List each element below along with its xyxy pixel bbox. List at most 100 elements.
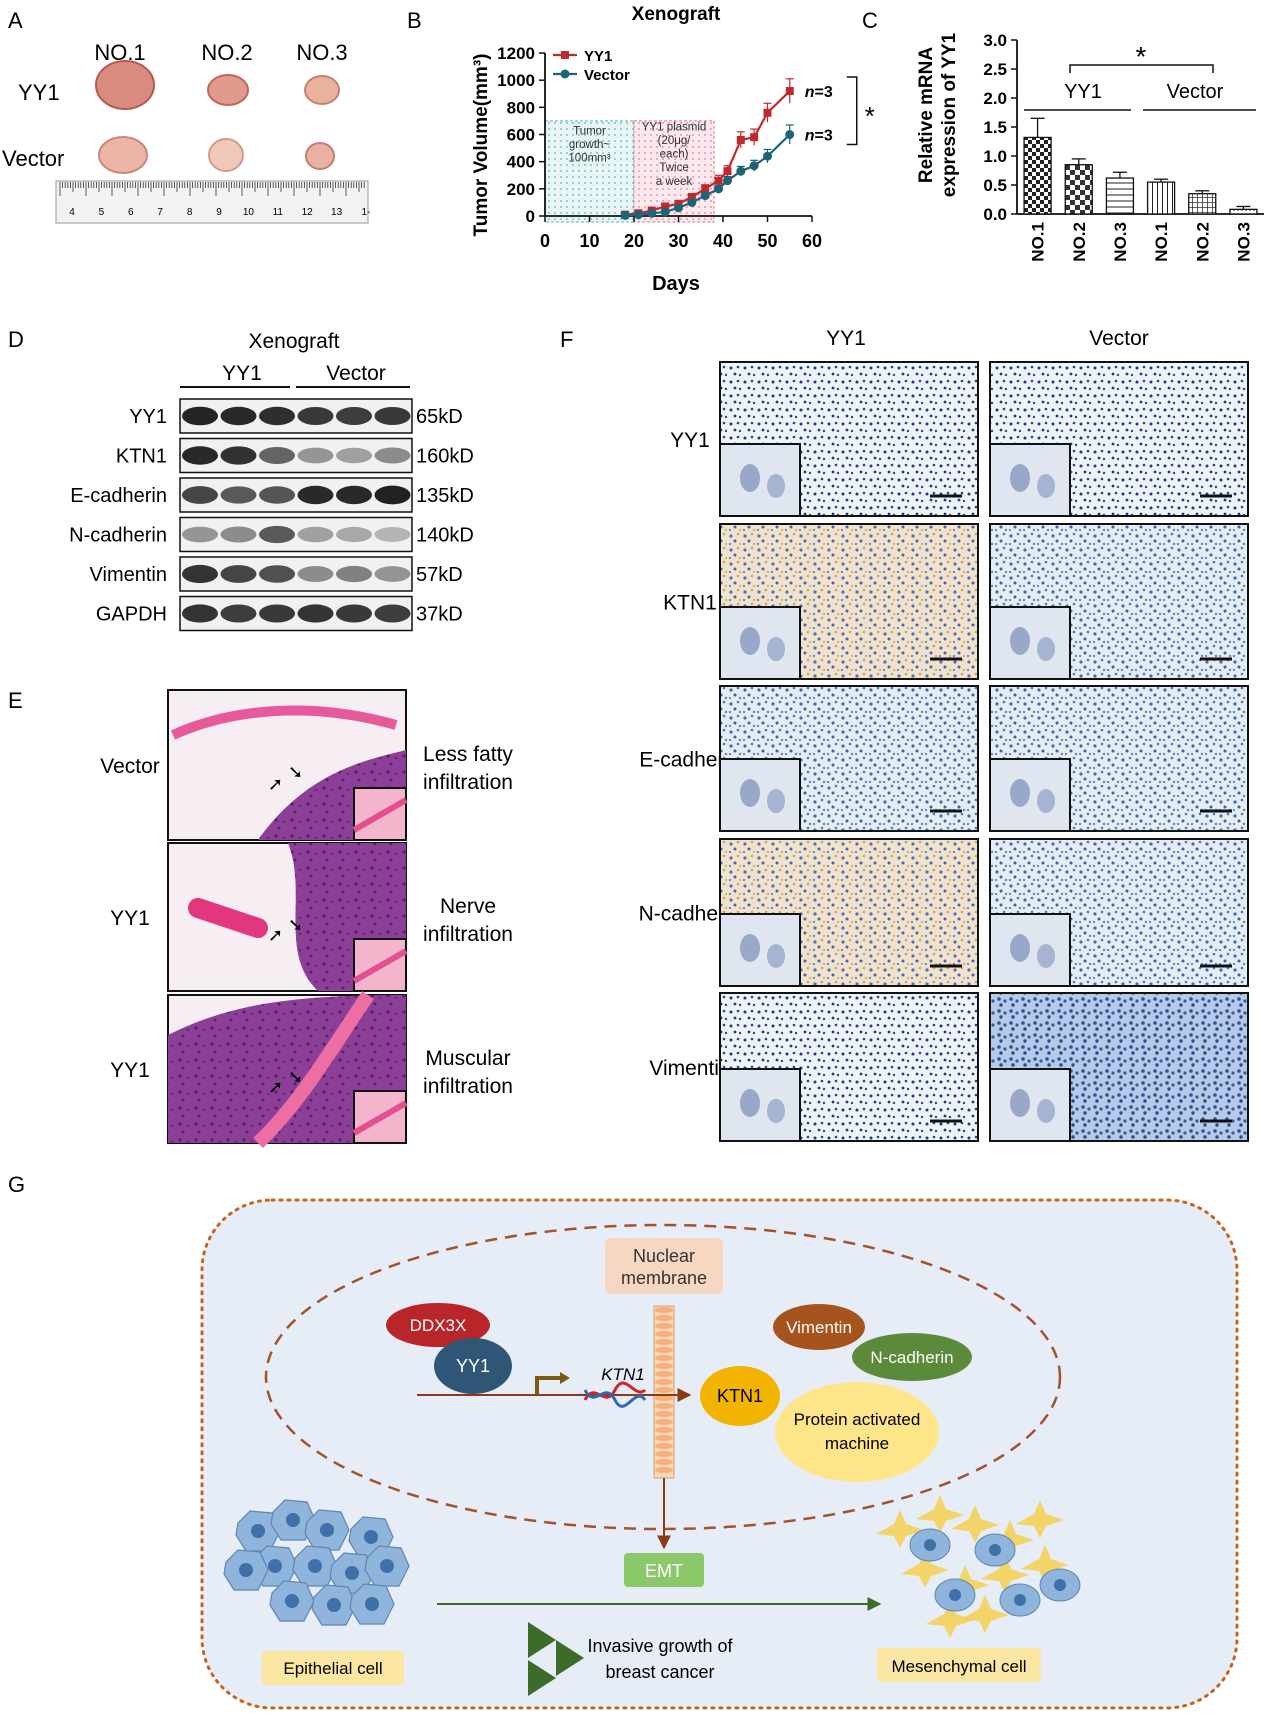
data-point-vector bbox=[674, 203, 683, 213]
n-value: =3 bbox=[815, 128, 833, 145]
mesenchymal-nucleus bbox=[949, 1589, 961, 1601]
chart-c-group-yy1: YY1 bbox=[1064, 81, 1102, 103]
blot-band bbox=[336, 604, 372, 623]
blot-band bbox=[259, 406, 295, 426]
data-point-vector bbox=[714, 184, 724, 194]
ihc-inset bbox=[989, 913, 1071, 987]
chart-b-ytick-label: 400 bbox=[507, 153, 535, 172]
chart-c-ytick-label: 2.0 bbox=[983, 89, 1007, 108]
epithelial-nucleus bbox=[308, 1559, 322, 1573]
chart-b-ytick-label: 200 bbox=[507, 180, 535, 199]
ihc-inset-nucleus bbox=[740, 779, 760, 807]
blot-protein-label: N-cadherin bbox=[69, 525, 167, 547]
blot-band bbox=[182, 406, 218, 426]
he-desc-line1: Nerve bbox=[440, 895, 496, 918]
he-arrow-icon: ➘ bbox=[288, 762, 303, 782]
blot-strip bbox=[179, 398, 413, 434]
channel-bead bbox=[655, 1443, 673, 1449]
chart-c-ytick-label: 2.5 bbox=[983, 60, 1007, 79]
channel-bead bbox=[655, 1467, 673, 1473]
nuclear-membrane-label-1: Nuclear bbox=[633, 1246, 695, 1266]
ihc-inset-nucleus bbox=[1010, 627, 1030, 655]
blot-band bbox=[374, 485, 411, 505]
chart-b-sig-bracket bbox=[846, 76, 858, 146]
yy1-oval bbox=[434, 1338, 512, 1394]
ruler-tick-label: 8 bbox=[187, 207, 193, 218]
data-point-vector bbox=[633, 210, 643, 220]
ddx3x-oval bbox=[386, 1303, 490, 1347]
blot-size-label: 37kD bbox=[416, 604, 463, 626]
epithelial-nucleus bbox=[364, 1530, 378, 1544]
col-label-no2: NO.2 bbox=[201, 40, 252, 65]
blot-band bbox=[336, 447, 372, 464]
region-label-2-line: Twice bbox=[659, 162, 688, 174]
ihc-inset bbox=[989, 758, 1071, 832]
invasive-label-2: breast cancer bbox=[605, 1662, 714, 1682]
he-inset-fiber bbox=[352, 797, 408, 833]
ihc-inset-nucleus bbox=[1010, 779, 1030, 807]
region-label-2-line: (20μg/ bbox=[658, 135, 692, 147]
chart-b-ytick-label: 600 bbox=[507, 126, 535, 145]
mesenchymal-spindle bbox=[951, 1505, 999, 1543]
shaded-region-1 bbox=[544, 120, 635, 223]
n-value: =3 bbox=[815, 84, 833, 101]
blot-size-label: 160kD bbox=[416, 446, 474, 468]
chart-c-sig-bracket bbox=[1069, 64, 1214, 73]
chart-b-title: Xenograft bbox=[632, 4, 721, 25]
mesenchymal-nucleus bbox=[1014, 1594, 1026, 1606]
ruler-tick-label: 13 bbox=[331, 207, 343, 218]
chart-b-ytick-label: 800 bbox=[507, 98, 535, 117]
panel-label-b: B bbox=[407, 8, 422, 33]
chart-c-category-label: NO.1 bbox=[1152, 222, 1171, 262]
ruler-tick-label: 7 bbox=[157, 207, 163, 218]
mesenchymal-spindle bbox=[1016, 1500, 1064, 1538]
blot-band bbox=[182, 526, 218, 543]
ruler-tick-label: 10 bbox=[243, 207, 255, 218]
tumor-vector-no2 bbox=[208, 138, 244, 172]
n-italic: n bbox=[805, 84, 815, 101]
channel-bead bbox=[655, 1347, 673, 1353]
ruler-tick-label: 11 bbox=[273, 207, 284, 218]
epithelial-nucleus bbox=[380, 1559, 394, 1573]
he-arrow-icon: ➚ bbox=[268, 774, 283, 794]
ihc-inset bbox=[989, 606, 1071, 680]
epithelial-nucleus bbox=[285, 1594, 299, 1608]
ihc-inset bbox=[989, 1068, 1071, 1142]
blot-band bbox=[220, 446, 257, 465]
data-point-vector bbox=[687, 197, 697, 207]
chart-b-xtick-label: 50 bbox=[757, 231, 777, 251]
epithelial-box bbox=[262, 1651, 404, 1685]
ihc-inset-nucleus bbox=[740, 627, 760, 655]
mesenchymal-spindle bbox=[961, 1595, 1009, 1633]
ihc-inset-nucleus bbox=[767, 1099, 785, 1123]
ihc-row-label: KTN1 bbox=[663, 592, 717, 615]
blot-band bbox=[220, 486, 257, 504]
epithelial-nucleus bbox=[268, 1559, 282, 1573]
ihc-inset-nucleus bbox=[1010, 464, 1030, 492]
blot-group-yy1: YY1 bbox=[222, 362, 262, 385]
blot-band bbox=[182, 486, 218, 504]
he-desc-line2: infiltration bbox=[423, 771, 513, 794]
channel-bead bbox=[655, 1427, 673, 1433]
he-inset-fiber bbox=[352, 1100, 408, 1136]
chart-c-ytick-label: 3.0 bbox=[983, 31, 1007, 50]
blot-band bbox=[336, 407, 372, 425]
ruler bbox=[55, 180, 369, 224]
blot-protein-label: YY1 bbox=[129, 406, 167, 428]
invasive-label-1: Invasive growth of bbox=[587, 1636, 733, 1656]
blot-strip bbox=[179, 516, 413, 553]
n-annotation: n=3 bbox=[805, 84, 833, 101]
epithelial-nucleus bbox=[251, 1524, 265, 1538]
chart-c-ylabel-line2: expression of YY1 bbox=[939, 32, 960, 197]
ihc-col-yy1: YY1 bbox=[826, 327, 866, 350]
ruler-tick-label: 9 bbox=[216, 207, 222, 218]
epithelial-nucleus bbox=[286, 1513, 300, 1527]
chart-b-xtick-label: 40 bbox=[713, 231, 733, 251]
blot-protein-label: E-cadherin bbox=[70, 485, 167, 507]
chart-c-category-label: NO.3 bbox=[1111, 222, 1130, 262]
channel-bead bbox=[655, 1419, 673, 1425]
epithelial-nucleus bbox=[239, 1563, 253, 1577]
